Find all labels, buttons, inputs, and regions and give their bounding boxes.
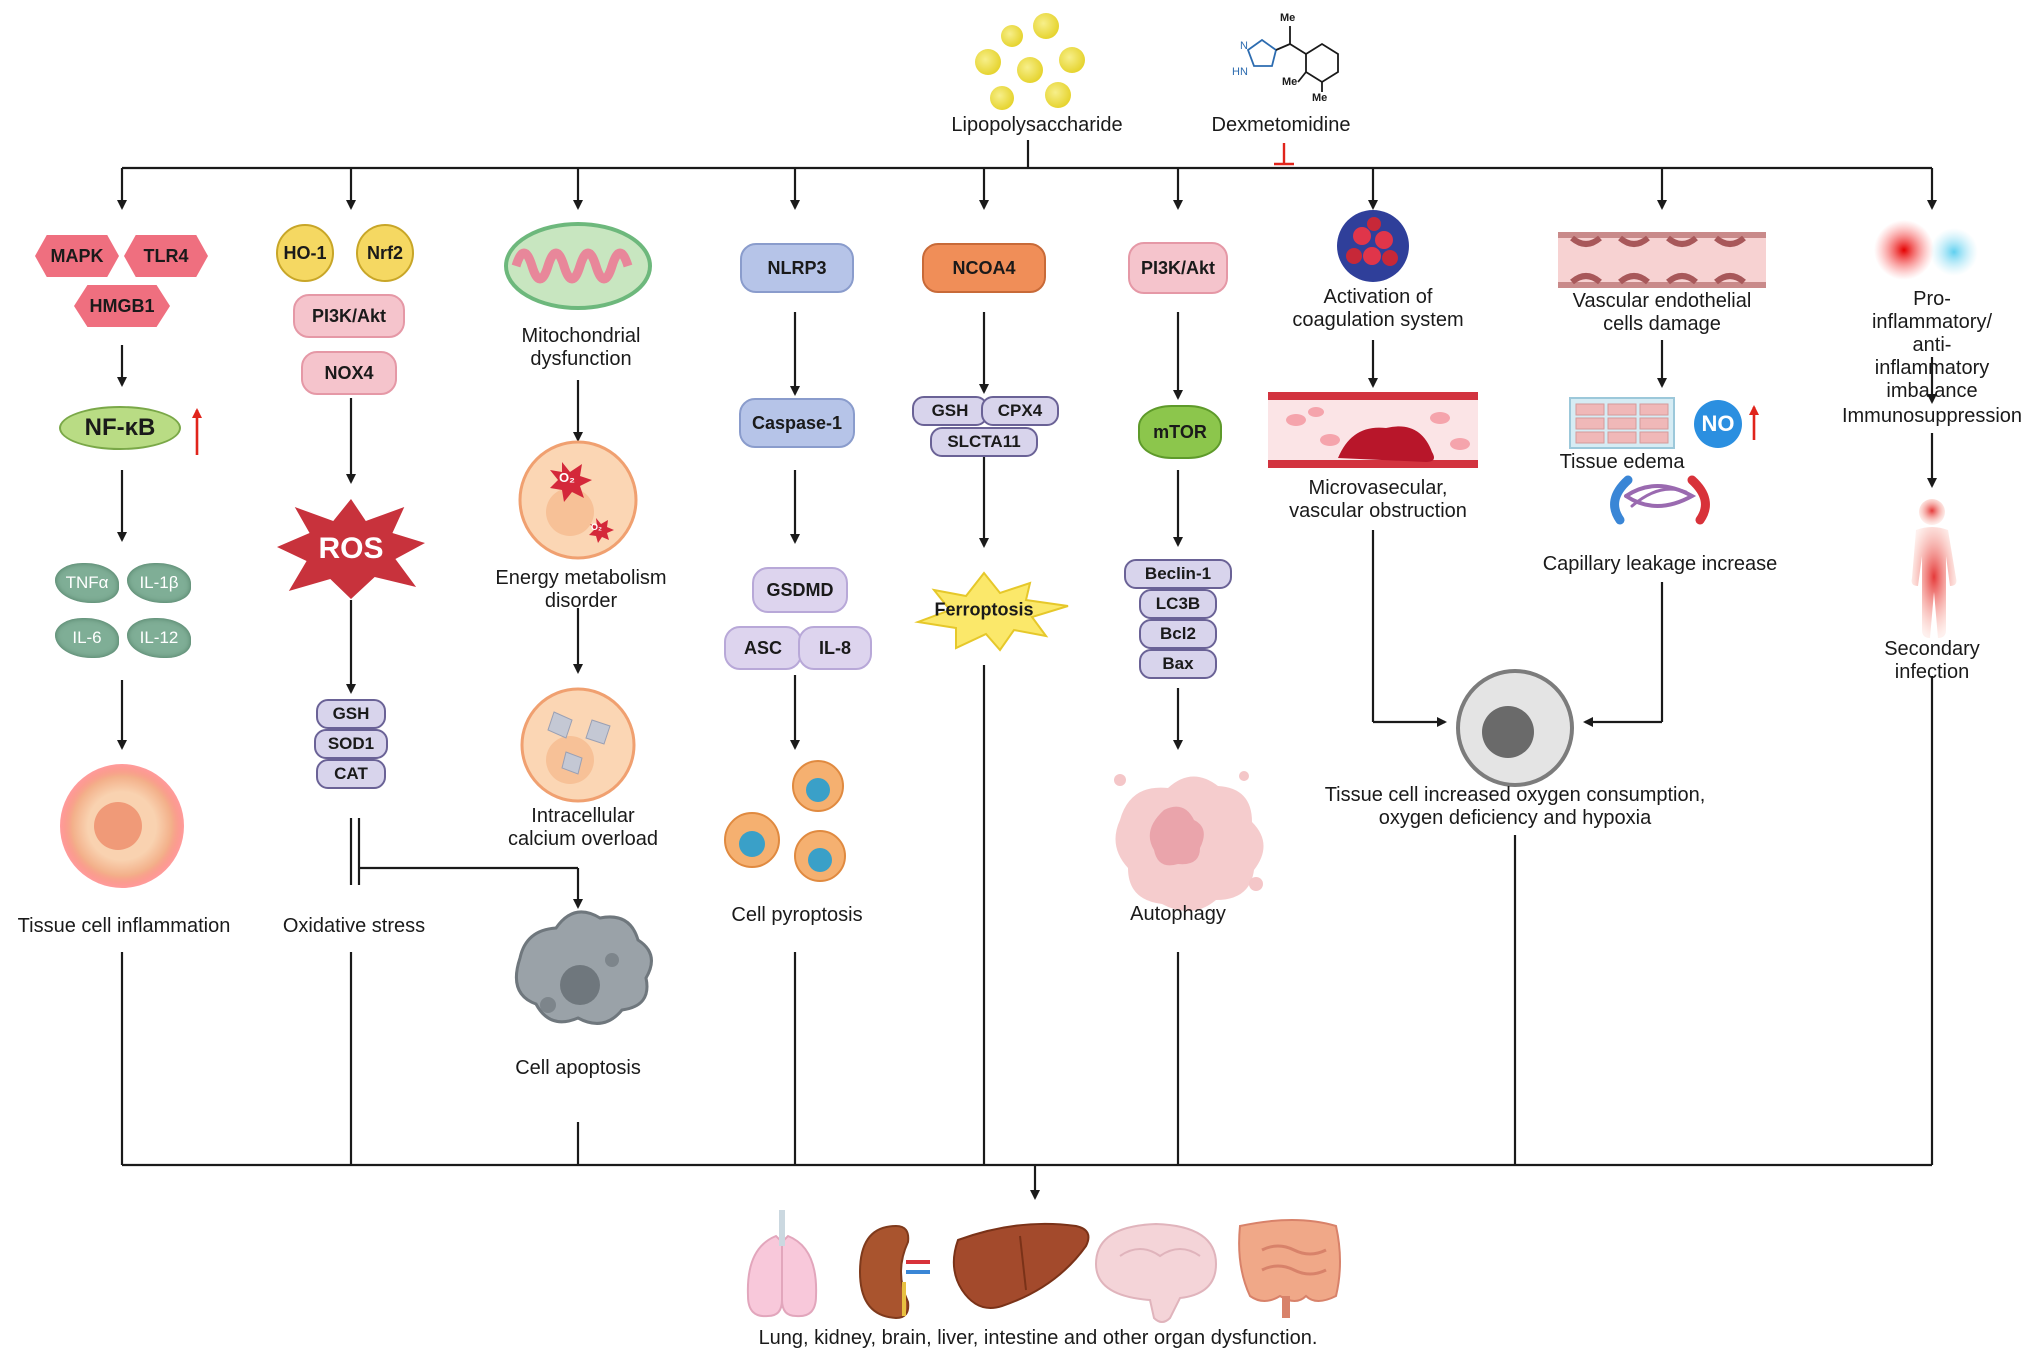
inhibition-mark	[1274, 143, 1294, 166]
slcta11-tag: SLCTA11	[930, 427, 1038, 457]
structure-me-right: Me	[1312, 92, 1328, 104]
structure-n: N	[1240, 40, 1248, 52]
calcium-overload-label: Intracellular calcium overload	[507, 805, 659, 850]
beclin1-tag: Beclin-1	[1124, 559, 1232, 589]
pro-inflammatory-dot	[1874, 220, 1934, 280]
human-body-icon	[1911, 499, 1957, 638]
brain-icon	[1094, 1222, 1218, 1323]
ros-burst: ROS	[277, 499, 425, 599]
structure-me-top: Me	[1280, 12, 1296, 24]
hypoxia-cell-icon	[1456, 669, 1574, 787]
gsh-enzyme: GSH	[316, 699, 386, 729]
pyroptosis-cells-icon	[724, 760, 846, 882]
il6-cytokine: IL-6	[55, 618, 119, 658]
il8-node: IL-8	[798, 626, 872, 670]
nfkb-node: NF-κB	[59, 406, 181, 450]
cat-enzyme: CAT	[316, 759, 386, 789]
structure-me-left: Me	[1282, 76, 1298, 88]
hypoxia-label: Tissue cell increased oxygen consumption…	[1324, 784, 1706, 829]
gsdmd-node: GSDMD	[752, 567, 848, 613]
pi3k-akt-node: PI3K/Akt	[1128, 242, 1228, 294]
sod1-enzyme: SOD1	[314, 729, 388, 759]
oxidative-stress-label: Oxidative stress	[282, 915, 426, 937]
tissue-edema-label: Tissue edema	[1559, 451, 1685, 473]
pi3k-akt-marker: PI3K/Akt	[293, 294, 405, 338]
imbalance-label: Pro-inflammatory/ anti-inflammatory imba…	[1871, 288, 1993, 402]
cell-apoptosis-label: Cell apoptosis	[515, 1057, 641, 1079]
cell-pyroptosis-label: Cell pyroptosis	[731, 904, 863, 926]
lipopolysaccharide-particles	[975, 13, 1085, 110]
energy-cell-icon	[518, 440, 638, 560]
mapk-marker: MAPK	[35, 235, 119, 277]
tnfa-cytokine: TNFα	[55, 563, 119, 603]
autophagy-label: Autophagy	[1130, 903, 1226, 925]
ferroptosis-burst-icon	[914, 571, 1069, 652]
organ-dysfunction-label: Lung, kidney, brain, liver, intestine an…	[758, 1327, 1318, 1349]
ncoa4-node: NCOA4	[922, 243, 1046, 293]
no-label: NO	[1701, 411, 1735, 436]
bax-tag: Bax	[1139, 649, 1217, 679]
mtor-node: mTOR	[1138, 405, 1222, 459]
structure-hn: HN	[1232, 66, 1248, 78]
autophagy-blob-icon	[1114, 771, 1264, 912]
tlr4-marker: TLR4	[124, 235, 208, 277]
gsh-tag: GSH	[912, 396, 988, 426]
nrf2-marker: Nrf2	[356, 224, 414, 282]
dexmetomidine-label: Dexmetomidine	[1211, 114, 1351, 136]
lc3b-tag: LC3B	[1139, 589, 1217, 619]
o2-big: O₂	[559, 470, 575, 485]
organ-icons	[746, 1210, 1341, 1323]
coagulation-sphere-icon	[1337, 210, 1409, 282]
tissue-edema-icon	[1569, 397, 1675, 449]
mitochondrial-dysfunction-label: Mitochondrial dysfunction	[521, 325, 641, 370]
liver-icon	[952, 1222, 1090, 1309]
nox4-marker: NOX4	[301, 351, 397, 395]
lung-icon	[746, 1210, 818, 1318]
asc-node: ASC	[724, 626, 802, 670]
blood-vessel-clot-icon	[1268, 392, 1478, 468]
il1b-cytokine: IL-1β	[127, 563, 191, 603]
nlrp3-node: NLRP3	[740, 243, 854, 293]
ferroptosis-label: Ferroptosis	[934, 599, 1034, 620]
mitochondrion-icon	[504, 222, 652, 310]
intestine-icon	[1238, 1219, 1341, 1318]
apoptotic-cell-icon	[515, 910, 653, 1025]
secondary-infection-label: Secondary infection	[1884, 638, 1980, 683]
il12-cytokine: IL-12	[127, 618, 191, 658]
bcl2-tag: Bcl2	[1139, 619, 1217, 649]
coagulation-label: Activation of coagulation system	[1292, 286, 1464, 331]
increase-arrows	[192, 405, 1759, 455]
capillary-icon	[1610, 475, 1710, 525]
inflamed-cell-icon	[60, 764, 184, 888]
caspase1-node: Caspase-1	[739, 398, 855, 448]
ho1-marker: HO-1	[276, 224, 334, 282]
tissue-inflammation-label: Tissue cell inflammation	[17, 915, 231, 937]
kidney-icon	[858, 1224, 930, 1320]
anti-inflammatory-dot	[1930, 228, 1978, 276]
cpx4-tag: CPX4	[981, 396, 1059, 426]
calcium-cell-icon	[520, 687, 636, 803]
endothelial-strip-icon	[1558, 232, 1766, 288]
immunosuppression-label: Immunosuppression	[1841, 405, 2023, 427]
hmgb1-marker: HMGB1	[74, 285, 170, 327]
endothelial-damage-label: Vascular endothelial cells damage	[1572, 290, 1752, 335]
capillary-leakage-label: Capillary leakage increase	[1542, 553, 1778, 575]
dexmetomidine-structure	[1246, 26, 1339, 92]
vascular-obstruction-label: Microvasecular, vascular obstruction	[1289, 477, 1467, 522]
o2-small: O₂	[591, 522, 602, 532]
energy-metabolism-label: Energy metabolism disorder	[495, 567, 667, 612]
nitric-oxide-badge	[1694, 400, 1742, 448]
lipopolysaccharide-label: Lipopolysaccharide	[951, 114, 1123, 136]
